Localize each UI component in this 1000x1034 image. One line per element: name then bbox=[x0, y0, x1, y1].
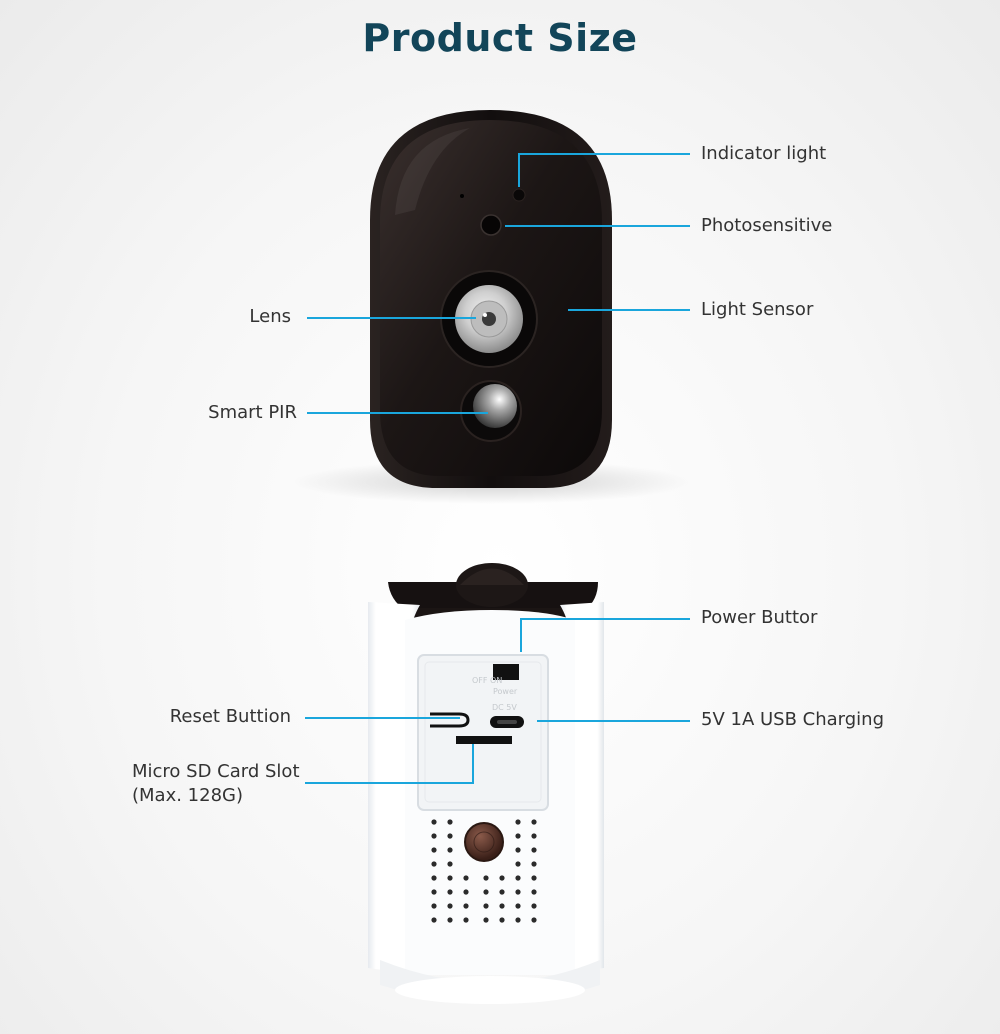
speaker-hole bbox=[447, 861, 453, 867]
speaker-hole bbox=[431, 875, 437, 881]
label-light-sensor: Light Sensor bbox=[701, 299, 814, 320]
speaker-hole bbox=[515, 861, 521, 867]
speaker-hole bbox=[531, 847, 537, 853]
speaker-hole bbox=[531, 875, 537, 881]
speaker-hole bbox=[515, 833, 521, 839]
speaker-hole bbox=[483, 917, 489, 923]
label-power-button: Power Buttor bbox=[701, 607, 818, 628]
speaker-hole bbox=[431, 889, 437, 895]
label-usb-charging: 5V 1A USB Charging bbox=[701, 709, 884, 730]
speaker-hole bbox=[531, 903, 537, 909]
reset-button bbox=[430, 712, 470, 728]
speaker-hole bbox=[447, 847, 453, 853]
speaker-hole bbox=[499, 875, 505, 881]
callout-sd-slot bbox=[305, 744, 474, 784]
label-sd-slot-capacity: (Max. 128G) bbox=[132, 785, 244, 806]
smart-pir-sensor bbox=[473, 384, 517, 428]
speaker-hole bbox=[531, 889, 537, 895]
speaker-hole bbox=[431, 819, 437, 825]
speaker-hole bbox=[531, 833, 537, 839]
switch-marking: OFF ON bbox=[472, 676, 502, 685]
port-panel bbox=[417, 654, 549, 811]
speaker-hole bbox=[515, 847, 521, 853]
camera-front bbox=[370, 110, 612, 488]
speaker-grille bbox=[431, 819, 537, 923]
callout-lines bbox=[305, 153, 690, 784]
photosensitive-sensor bbox=[480, 214, 502, 236]
microphone-hole bbox=[460, 194, 464, 198]
speaker-hole bbox=[463, 889, 469, 895]
speaker-hole bbox=[431, 903, 437, 909]
speaker-hole bbox=[463, 917, 469, 923]
label-photosensitive: Photosensitive bbox=[701, 215, 833, 236]
speaker-hole bbox=[463, 875, 469, 881]
speaker-hole bbox=[515, 903, 521, 909]
label-reset-button: Reset Buttion bbox=[169, 706, 291, 727]
label-lens: Lens bbox=[249, 306, 291, 327]
speaker-hole bbox=[499, 903, 505, 909]
speaker-hole bbox=[515, 917, 521, 923]
speaker-hole bbox=[447, 819, 453, 825]
callout-indicator-light bbox=[518, 153, 690, 187]
speaker-hole bbox=[447, 903, 453, 909]
speaker-hole bbox=[447, 875, 453, 881]
speaker-hole bbox=[447, 889, 453, 895]
label-sd-slot: Micro SD Card Slot bbox=[132, 761, 300, 782]
speaker-hole bbox=[531, 861, 537, 867]
speaker-hole bbox=[447, 917, 453, 923]
speaker-hole bbox=[447, 833, 453, 839]
label-smart-pir: Smart PIR bbox=[208, 402, 297, 423]
speaker-hole bbox=[531, 819, 537, 825]
speaker-hole bbox=[515, 875, 521, 881]
power-button bbox=[493, 664, 519, 680]
speaker-hole bbox=[499, 889, 505, 895]
speaker-hole bbox=[483, 875, 489, 881]
callout-power-button bbox=[520, 618, 690, 652]
speaker-hole bbox=[483, 903, 489, 909]
power-marking: Power bbox=[493, 687, 518, 696]
page-title: Product Size bbox=[362, 16, 638, 60]
sd-card-slot bbox=[456, 736, 512, 744]
speaker-hole bbox=[531, 917, 537, 923]
speaker-hole bbox=[431, 861, 437, 867]
speaker-hole bbox=[431, 833, 437, 839]
speaker-hole bbox=[515, 819, 521, 825]
speaker-hole bbox=[515, 889, 521, 895]
label-indicator-light: Indicator light bbox=[701, 143, 827, 164]
dc-marking: DC 5V bbox=[492, 703, 517, 712]
mount-screw bbox=[464, 822, 504, 862]
speaker-hole bbox=[483, 889, 489, 895]
speaker-hole bbox=[463, 903, 469, 909]
indicator-light bbox=[512, 188, 526, 202]
speaker-hole bbox=[431, 917, 437, 923]
speaker-hole bbox=[431, 847, 437, 853]
speaker-hole bbox=[499, 917, 505, 923]
